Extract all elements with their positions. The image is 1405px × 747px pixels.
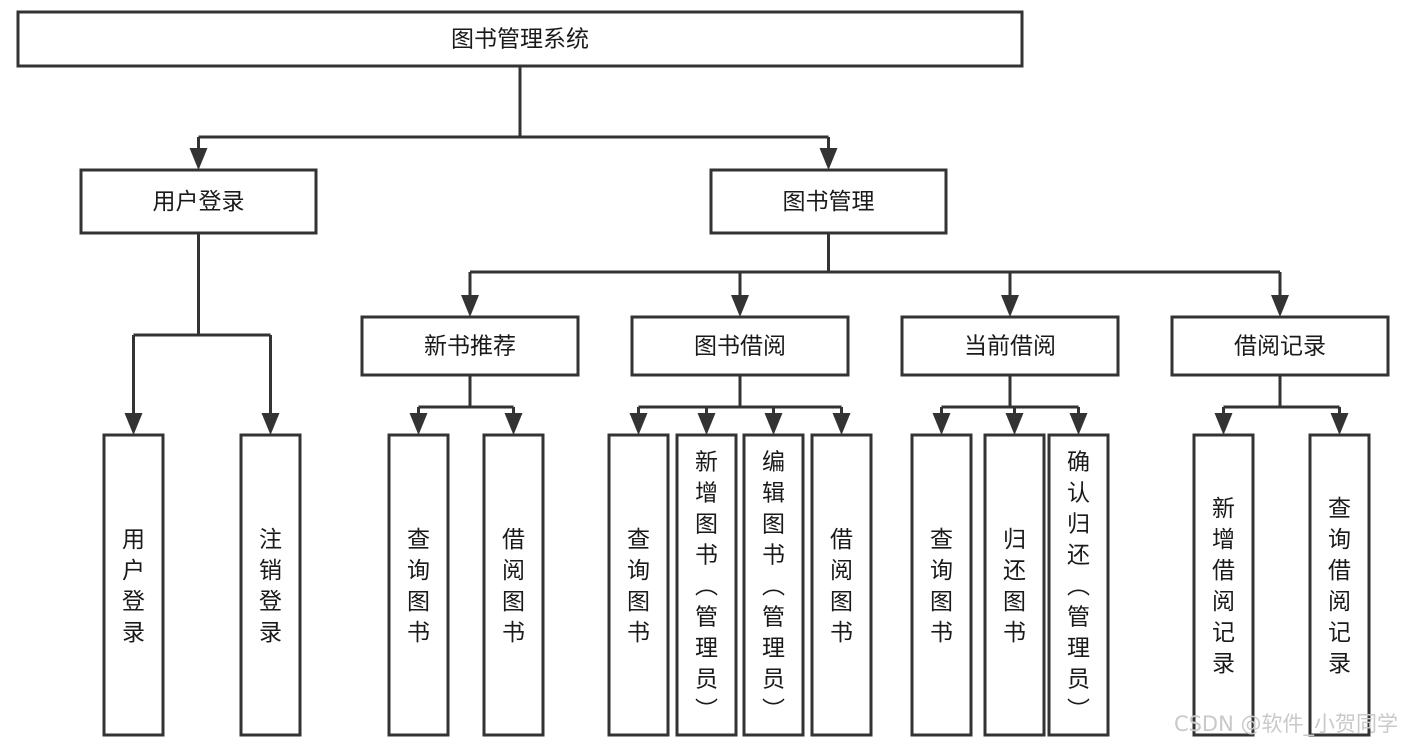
node-root[interactable]: 图书管理系统: [16, 10, 1024, 68]
node-label-leaf-confirm-return: 确认归还︵管理员︶: [1067, 450, 1090, 724]
connector-group-user-login: [124, 233, 280, 435]
node-leaf-add-book[interactable]: 新增图书︵管理员︶: [675, 433, 738, 737]
node-label-book-borrow: 图书借阅: [694, 334, 786, 360]
node-label-leaf-query-record: 查询借阅记录: [1328, 496, 1351, 677]
connector-layer: [124, 66, 1349, 435]
node-label-leaf-edit-book: 编辑图书︵管理员︶: [762, 450, 785, 724]
node-book-manage[interactable]: 图书管理: [709, 168, 948, 235]
node-current-borrow[interactable]: 当前借阅: [900, 315, 1120, 377]
arrow-head-icon: [261, 413, 280, 435]
node-new-book-rec[interactable]: 新书推荐: [360, 315, 580, 377]
node-box-leaf-query-book-1: [387, 433, 450, 737]
node-label-leaf-borrow-book-2: 借阅图书: [830, 527, 853, 646]
node-box-leaf-confirm-return: [1047, 433, 1110, 737]
node-box-leaf-borrow-book-2: [810, 433, 873, 737]
arrow-head-icon: [1001, 295, 1019, 317]
arrow-head-icon: [1005, 413, 1024, 435]
connector-group-root: [189, 66, 838, 170]
node-label-book-manage: 图书管理: [783, 189, 875, 215]
node-leaf-confirm-return[interactable]: 确认归还︵管理员︶: [1047, 433, 1110, 737]
node-borrow-record[interactable]: 借阅记录: [1170, 315, 1390, 377]
arrow-head-icon: [124, 413, 143, 435]
node-box-leaf-add-record: [1192, 433, 1255, 737]
node-box-borrow-record: [1170, 315, 1390, 377]
connector-group-borrow-record: [1214, 375, 1349, 435]
node-label-new-book-rec: 新书推荐: [424, 334, 516, 360]
node-leaf-borrow-book-1[interactable]: 借阅图书: [482, 433, 545, 737]
node-leaf-query-record[interactable]: 查询借阅记录: [1308, 433, 1371, 737]
node-label-leaf-borrow-book-1: 借阅图书: [502, 527, 525, 646]
arrow-head-icon: [189, 148, 208, 170]
node-box-leaf-query-book-3: [910, 433, 973, 737]
node-leaf-user-login[interactable]: 用户登录: [102, 433, 165, 737]
arrow-head-icon: [819, 148, 838, 170]
node-box-leaf-edit-book: [742, 433, 805, 737]
arrow-head-icon: [1330, 413, 1349, 435]
node-box-leaf-logout: [239, 433, 302, 737]
node-label-current-borrow: 当前借阅: [964, 334, 1056, 360]
node-box-user-login: [79, 168, 318, 235]
node-label-leaf-query-book-3: 查询图书: [930, 527, 953, 646]
node-box-leaf-user-login: [102, 433, 165, 737]
node-box-leaf-add-book: [675, 433, 738, 737]
arrow-head-icon: [832, 413, 851, 435]
arrow-head-icon: [504, 413, 523, 435]
node-label-leaf-return-book: 归还图书: [1003, 527, 1026, 646]
node-leaf-query-book-1[interactable]: 查询图书: [387, 433, 450, 737]
csdn-watermark: CSDN @软件_小贺同学: [1174, 712, 1398, 737]
arrow-head-icon: [1069, 413, 1088, 435]
node-label-leaf-user-login: 用户登录: [122, 527, 145, 646]
arrow-head-icon: [764, 413, 783, 435]
node-user-login[interactable]: 用户登录: [79, 168, 318, 235]
arrow-head-icon: [461, 295, 479, 317]
connector-group-book-manage: [461, 233, 1289, 317]
node-leaf-edit-book[interactable]: 编辑图书︵管理员︶: [742, 433, 805, 737]
arrow-head-icon: [629, 413, 648, 435]
node-label-borrow-record: 借阅记录: [1234, 334, 1326, 360]
arrow-head-icon: [1271, 295, 1289, 317]
node-box-leaf-return-book: [983, 433, 1046, 737]
connector-group-new-book-rec: [409, 375, 523, 435]
node-leaf-borrow-book-2[interactable]: 借阅图书: [810, 433, 873, 737]
node-box-leaf-query-record: [1308, 433, 1371, 737]
node-leaf-query-book-2[interactable]: 查询图书: [607, 433, 670, 737]
node-label-leaf-query-book-2: 查询图书: [627, 527, 650, 646]
node-box-new-book-rec: [360, 315, 580, 377]
arrow-head-icon: [731, 295, 749, 317]
node-box-book-manage: [709, 168, 948, 235]
node-label-user-login: 用户登录: [153, 189, 245, 215]
node-book-borrow[interactable]: 图书借阅: [630, 315, 850, 377]
arrow-head-icon: [409, 413, 428, 435]
node-label-leaf-query-book-1: 查询图书: [407, 527, 430, 646]
node-leaf-return-book[interactable]: 归还图书: [983, 433, 1046, 737]
node-label-leaf-add-book: 新增图书︵管理员︶: [695, 450, 718, 724]
node-leaf-add-record[interactable]: 新增借阅记录: [1192, 433, 1255, 737]
node-box-root: [16, 10, 1024, 68]
arrow-head-icon: [697, 413, 716, 435]
node-label-leaf-logout: 注销登录: [259, 527, 282, 646]
arrow-head-icon: [932, 413, 951, 435]
connector-group-book-borrow: [629, 375, 851, 435]
node-leaf-logout[interactable]: 注销登录: [239, 433, 302, 737]
node-leaf-query-book-3[interactable]: 查询图书: [910, 433, 973, 737]
arrow-head-icon: [1214, 413, 1233, 435]
node-layer: 图书管理系统用户登录图书管理新书推荐图书借阅当前借阅借阅记录用户登录注销登录查询…: [16, 10, 1390, 737]
node-box-book-borrow: [630, 315, 850, 377]
node-label-leaf-add-record: 新增借阅记录: [1212, 496, 1235, 677]
node-label-root: 图书管理系统: [451, 27, 589, 53]
node-box-leaf-borrow-book-1: [482, 433, 545, 737]
node-box-leaf-query-book-2: [607, 433, 670, 737]
connector-group-current-borrow: [932, 375, 1088, 435]
node-box-current-borrow: [900, 315, 1120, 377]
